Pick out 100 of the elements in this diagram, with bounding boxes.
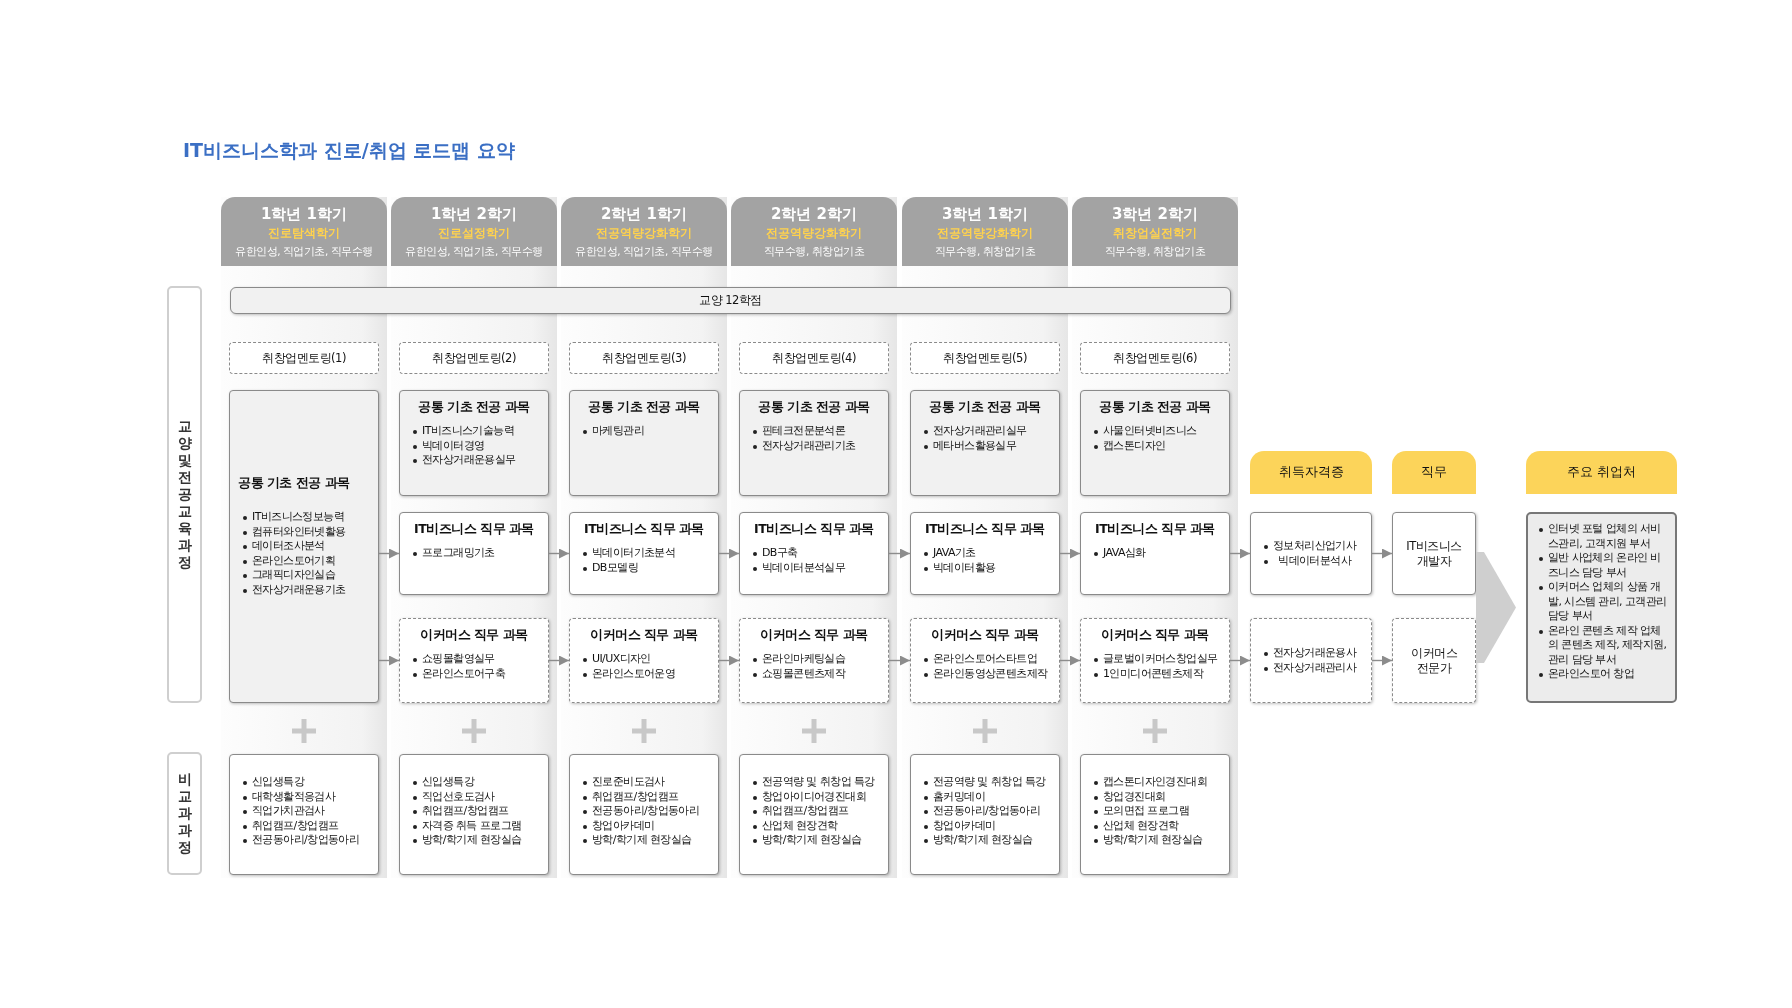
section-label-box: [167, 286, 202, 703]
arrow: [718, 548, 740, 559]
list-item: 프로그래밍기초: [422, 546, 495, 561]
course-box: [569, 618, 719, 703]
semester-column: [221, 197, 387, 878]
semester-column: [1072, 197, 1238, 878]
course-box: [399, 512, 549, 595]
list-item: 전공동아리/창업동아리: [592, 804, 700, 819]
semester-label: 3학년 2학기: [1110, 205, 1200, 224]
course-box: [399, 618, 549, 703]
list-item: 취업캠프/창업캠프: [252, 818, 339, 833]
list-item: 전자상거래운용사: [1273, 646, 1357, 661]
course-box: [1080, 618, 1230, 703]
semester-keywords: 유한인성, 직업기초, 직무수행: [404, 245, 544, 259]
list-item: 방학/학기제 현장실습: [592, 833, 692, 848]
box-heading: IT비즈니스 직무 과목: [1094, 521, 1216, 538]
list-item: 온라인마케팅실습: [762, 652, 846, 667]
list-item: 신입생특강: [422, 775, 474, 790]
box-heading: 공통 기초 전공 과목: [587, 399, 701, 416]
list-item: 온라인스토어운영: [592, 666, 676, 681]
list-item: 전자상거래운용기초: [252, 582, 346, 597]
list-item: 전공동아리/창업동아리: [933, 804, 1041, 819]
list-item: 온라인동영상콘텐츠제작: [933, 666, 1048, 681]
list-item: 그래픽디자인실습: [252, 568, 336, 583]
course-box: [739, 390, 889, 496]
box-heading: 공통 기초 전공 과목: [928, 399, 1042, 416]
list-item: 빅데이터경영: [422, 438, 485, 453]
list-item: 캡스톤디자인경진대회: [1103, 775, 1207, 790]
list-item: 빅데이터분석사: [1278, 553, 1351, 568]
list-item: 산업체 현장견학: [762, 818, 838, 833]
box-heading: IT비즈니스 직무 과목: [413, 521, 535, 538]
mentoring-box: 취창업멘토링(2): [399, 342, 549, 374]
list-item: 온라인스토어스타트업: [933, 652, 1037, 667]
program-box: [910, 754, 1060, 875]
section-label: 비교과 과정: [176, 771, 193, 856]
list-item: 방학/학기제 현장실습: [933, 833, 1033, 848]
list-item: 1인미디어콘텐츠제작: [1103, 666, 1203, 681]
employer-box: [1526, 512, 1677, 703]
job-box: [1392, 618, 1476, 703]
list-item: 일반 사업체의 온라인 비즈니스 담당 부서: [1548, 551, 1662, 580]
course-box: [910, 618, 1060, 703]
list-item: 빅데이터기초분석: [592, 546, 676, 561]
list-item: 정보처리산업기사: [1273, 539, 1357, 554]
list-item: IT비즈니스기술능력: [422, 424, 514, 439]
list-item: 전공동아리/창업동아리: [252, 833, 360, 848]
list-item: 인터넷 포털 업체의 서비스관리, 고객지원 부서: [1548, 522, 1662, 551]
list-item: 신입생특강: [252, 775, 304, 790]
column-heading: 취득자격증: [1278, 464, 1344, 481]
list-item: 빅데이터분석실무: [762, 560, 846, 575]
mentoring-box: 취창업멘토링(6): [1080, 342, 1230, 374]
course-box: [229, 390, 379, 703]
semester-column: [902, 197, 1068, 878]
list-item: 온라인스토어 창업: [1548, 667, 1635, 682]
list-item: 창업경진대회: [1103, 789, 1166, 804]
section-label: 교양 및 전공 교육과정: [176, 418, 193, 571]
arrow: [888, 655, 911, 666]
credits-bar: 교양 12학점: [230, 287, 1231, 314]
box-heading: 이커머스 직무 과목: [419, 627, 529, 644]
course-box: [739, 618, 889, 703]
mentoring-box: 취창업멘토링(1): [229, 342, 379, 374]
arrow: [378, 548, 400, 559]
list-item: 창업아이디어경진대회: [762, 789, 866, 804]
chevron-arrow: [1476, 552, 1516, 663]
list-item: IT비즈니스정보능력: [252, 510, 344, 525]
program-box: [399, 754, 549, 875]
semester-type: 전공역량강화학기: [765, 226, 863, 241]
course-box: [910, 512, 1060, 595]
list-item: 대학생활적응검사: [252, 789, 336, 804]
column-heading: 직무: [1421, 464, 1447, 481]
list-item: 전자상거래관리기초: [762, 438, 856, 453]
list-item: 마케팅관리: [592, 424, 644, 439]
course-box: [1080, 512, 1230, 595]
semester-label: 2학년 1학기: [599, 205, 689, 224]
semester-label: 1학년 2학기: [429, 205, 519, 224]
list-item: 직업선호도검사: [422, 789, 495, 804]
course-box: [399, 390, 549, 496]
box-heading: 공통 기초 전공 과목: [757, 399, 871, 416]
arrow: [1229, 655, 1251, 666]
list-item: 창업아카데미: [592, 818, 655, 833]
mentoring-box: 취창업멘토링(3): [569, 342, 719, 374]
list-item: 취업캠프/창업캠프: [592, 789, 679, 804]
list-item: JAVA심화: [1103, 546, 1146, 561]
semester-keywords: 직무수행, 취창업기초: [933, 245, 1037, 259]
list-item: 컴퓨터와인터넷활용: [252, 524, 346, 539]
list-item: 전자상거래운용실무: [422, 453, 516, 468]
list-item: 빅데이터활용: [933, 560, 996, 575]
course-box: [739, 512, 889, 595]
arrow: [1059, 655, 1081, 666]
list-item: 산업체 현장견학: [1103, 818, 1179, 833]
list-item: 온라인스토어기획: [252, 553, 336, 568]
semester-column: [561, 197, 727, 878]
course-box: [569, 390, 719, 496]
column-header-tab: [1392, 451, 1476, 494]
box-heading: 공통 기초 전공 과목: [238, 475, 351, 492]
job-title: IT비즈니스 개발자: [1405, 538, 1463, 569]
list-item: 쇼핑몰콘텐츠제작: [762, 666, 846, 681]
course-box: [1080, 390, 1230, 496]
list-item: 모의면접 프로그램: [1103, 804, 1190, 819]
list-item: 자격증 취득 프로그램: [422, 818, 522, 833]
course-box: [569, 512, 719, 595]
